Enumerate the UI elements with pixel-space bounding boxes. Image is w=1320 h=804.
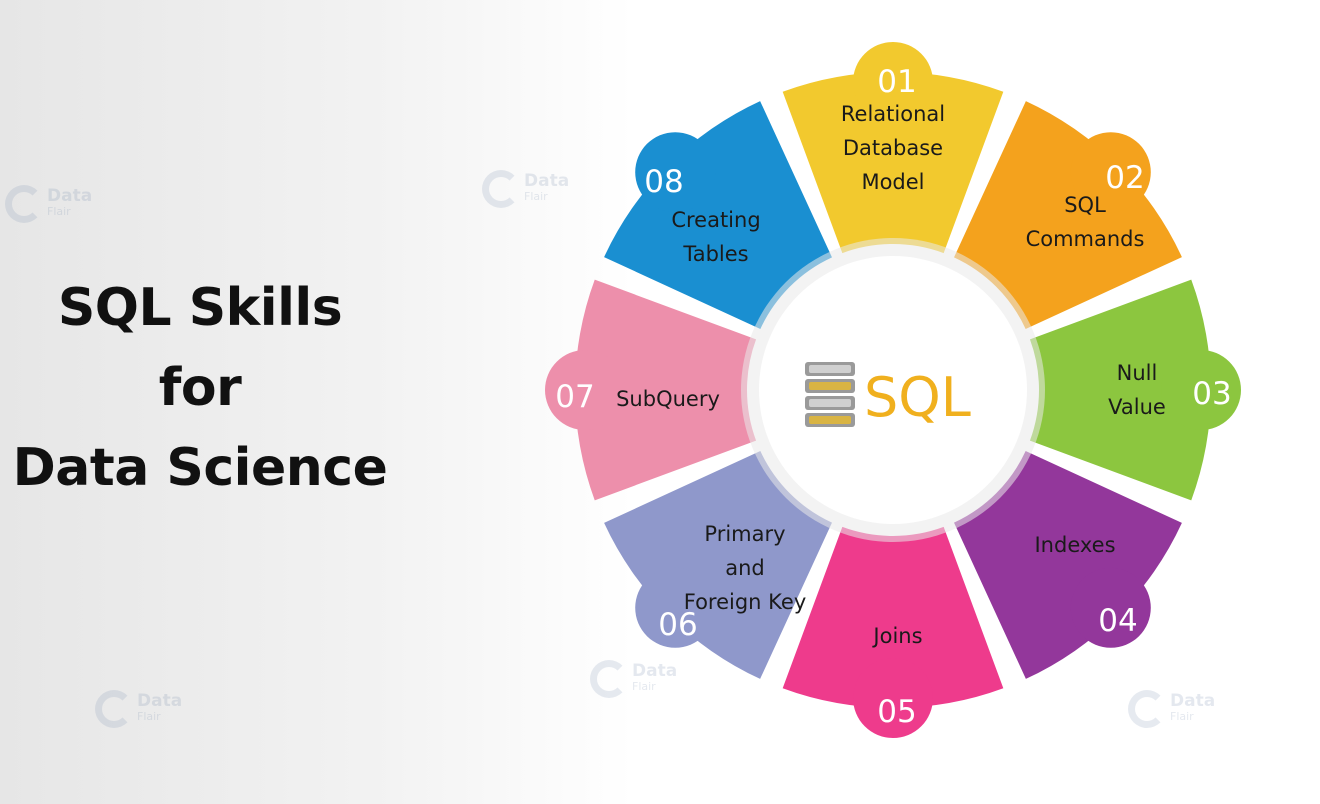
segment-07-number: 07 [555, 379, 594, 415]
segment-label-line: Relational [841, 102, 945, 126]
segment-02-tab [1070, 132, 1151, 213]
segment-04-tab [1070, 567, 1151, 648]
segment-07-wedge [575, 279, 757, 501]
segment-04-wedge [954, 451, 1182, 679]
center-sql-label: SQL [864, 366, 971, 429]
watermark-subtext: Flair [632, 680, 656, 693]
dataflair-logo-icon [590, 660, 628, 698]
segment-label-line: SQL [1064, 193, 1106, 217]
segment-08-tab [635, 132, 716, 213]
watermark-subtext: Flair [524, 190, 548, 203]
segment-05-label: Joins [871, 624, 922, 648]
segment-01-wedge [782, 71, 1004, 254]
segment-03-number: 03 [1192, 376, 1231, 412]
segment-02-wedge [954, 101, 1182, 329]
segment-08-number: 08 [644, 164, 683, 200]
dataflair-logo-icon [5, 185, 43, 223]
watermark-text: Data [524, 171, 570, 191]
segment-label-line: Primary [704, 522, 785, 546]
watermark-logo-3: Data Flair [95, 690, 182, 728]
watermark-logo-4: Data Flair [590, 660, 677, 698]
segment-01-number: 01 [877, 64, 916, 100]
segment-07-tab [545, 350, 625, 430]
segment-04-label: Indexes [1034, 533, 1115, 557]
segment-06-number: 06 [658, 607, 697, 643]
database-icon [805, 362, 855, 427]
watermark-subtext: Flair [47, 205, 71, 218]
segment-05-wedge [782, 526, 1004, 708]
segment-label-line: SubQuery [616, 387, 720, 411]
page-title: SQL Skills for Data Science [0, 268, 400, 508]
title-line-3: Data Science [12, 438, 388, 498]
center-circle [759, 256, 1027, 524]
title-line-1: SQL Skills [57, 278, 343, 338]
segment-03-tab [1161, 350, 1241, 430]
watermark-text: Data [47, 186, 93, 206]
segment-04-number: 04 [1098, 603, 1137, 639]
watermark-text: Data [1170, 691, 1216, 711]
watermark-logo-5: Data Flair [1128, 690, 1215, 728]
watermark-subtext: Flair [1170, 710, 1194, 723]
segment-02-label: SQL Commands [1026, 193, 1145, 251]
wheel-segments [545, 42, 1241, 738]
segment-label-line: and [725, 556, 765, 580]
segment-05-number: 05 [877, 694, 916, 730]
dataflair-logo-icon [482, 170, 520, 208]
watermark-text: Data [632, 661, 678, 681]
dataflair-logo-icon [95, 690, 133, 728]
segment-03-wedge [1029, 279, 1212, 501]
segment-02-number: 02 [1105, 160, 1144, 196]
segment-label-line: Database [843, 136, 943, 160]
segment-label-line: Null [1117, 361, 1158, 385]
dataflair-logo-icon [1128, 690, 1166, 728]
segment-label-line: Joins [871, 624, 922, 648]
segment-label-line: Commands [1026, 227, 1145, 251]
segment-label-line: Creating [671, 208, 760, 232]
segment-label-line: Value [1108, 395, 1166, 419]
segment-06-tab [635, 567, 716, 648]
segment-label-line: Foreign Key [684, 590, 807, 614]
segment-08-wedge [604, 101, 832, 329]
segment-01-tab [853, 42, 933, 122]
segment-label-line: Model [861, 170, 924, 194]
watermark-logo-2: Data Flair [482, 170, 569, 208]
segment-06-wedge [604, 451, 832, 679]
segment-label-line: Indexes [1034, 533, 1115, 557]
segment-05-tab [853, 658, 933, 738]
watermark-subtext: Flair [137, 710, 161, 723]
segment-07-label: SubQuery [616, 387, 720, 411]
title-line-2: for [158, 358, 242, 418]
watermark-logo-1: Data Flair [5, 185, 92, 223]
segment-label-line: Tables [682, 242, 748, 266]
watermark-text: Data [137, 691, 183, 711]
